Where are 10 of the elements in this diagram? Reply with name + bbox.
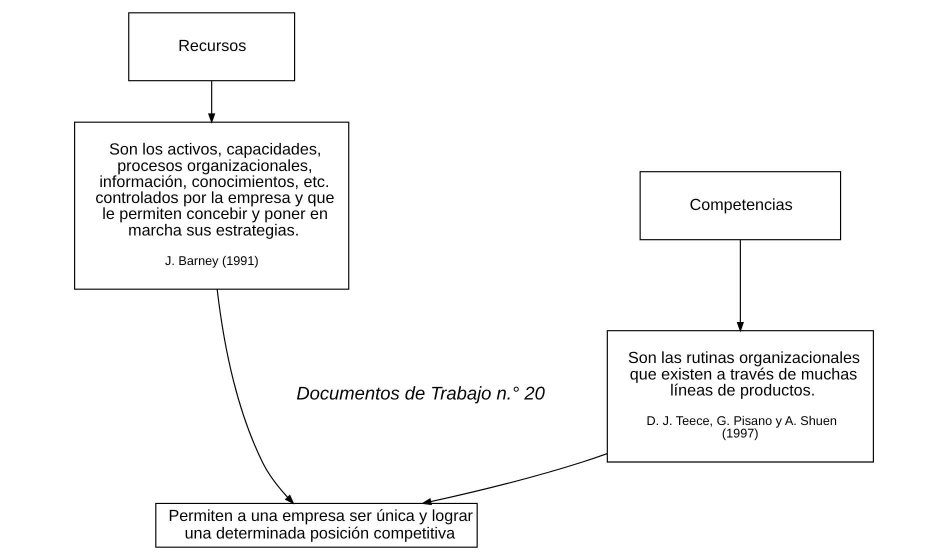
- arrow: [736, 240, 744, 332]
- arrow: [421, 453, 608, 506]
- node-box: Son los activos, capacidades, procesos organizacionales, información, conocimientos, etc. controlados por la empresa y que le permiten concebir y poner en marcha sus estrategias. J. Barney (1991): [74, 122, 350, 290]
- label: Documentos de Trabajo n.° 20: [296, 382, 545, 404]
- arrow: [216, 289, 294, 504]
- node-box: Recursos: [128, 12, 296, 82]
- node-box: Competencias: [640, 171, 842, 240]
- node-box: Son las rutinas organizacionales que existen a través de muchas líneas de productos. D. J. Teece, G. Pisano y A. Shuen (1997): [606, 330, 874, 463]
- node-box: Permiten a una empresa ser única y lograr una determinada posición competitiva: [155, 502, 478, 548]
- arrow: [208, 80, 216, 124]
